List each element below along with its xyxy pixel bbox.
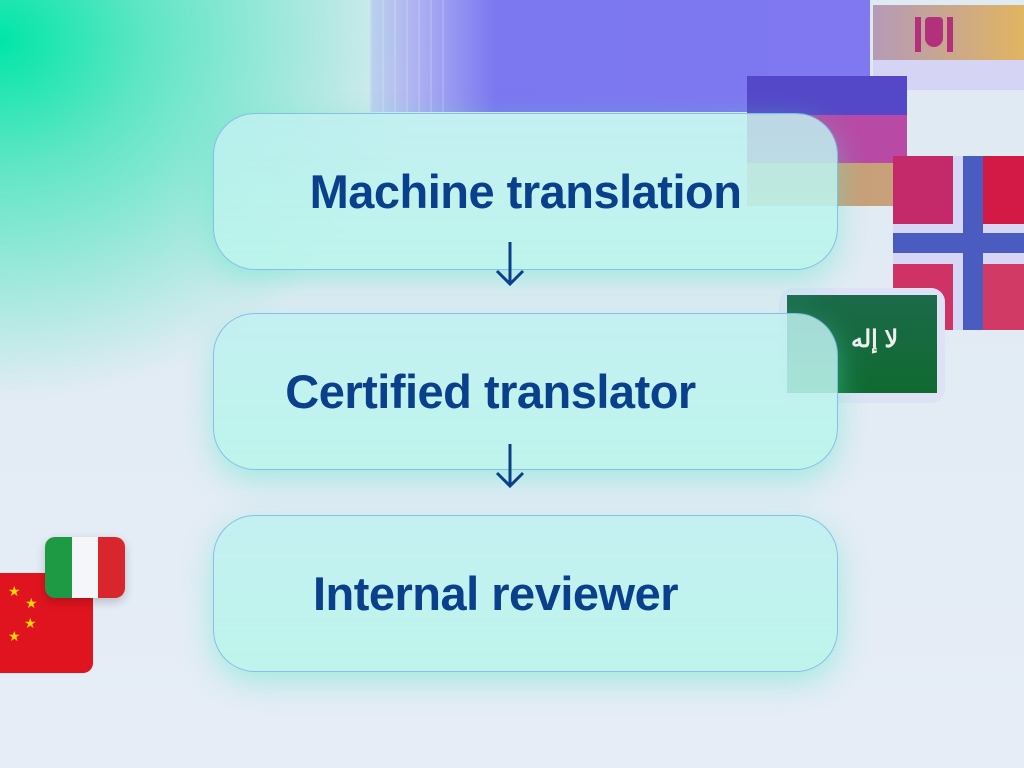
saudi-inscription: لا إله [851, 326, 899, 353]
arrow-down-icon [495, 242, 525, 287]
arrow-down-icon [495, 444, 525, 489]
step-label: Certified translator [285, 365, 696, 418]
flag-norway [893, 156, 1024, 330]
flag-italy [45, 537, 125, 598]
flag-spain [873, 5, 1024, 90]
step-label: Machine translation [309, 165, 742, 218]
coat-of-arms-icon [915, 17, 953, 52]
step-machine-translation: Machine translation [213, 113, 838, 270]
step-certified-translator: Certified translator [213, 313, 838, 470]
step-internal-reviewer: Internal reviewer [213, 515, 838, 672]
decorative-stripes [370, 0, 445, 112]
step-label: Internal reviewer [312, 567, 679, 620]
